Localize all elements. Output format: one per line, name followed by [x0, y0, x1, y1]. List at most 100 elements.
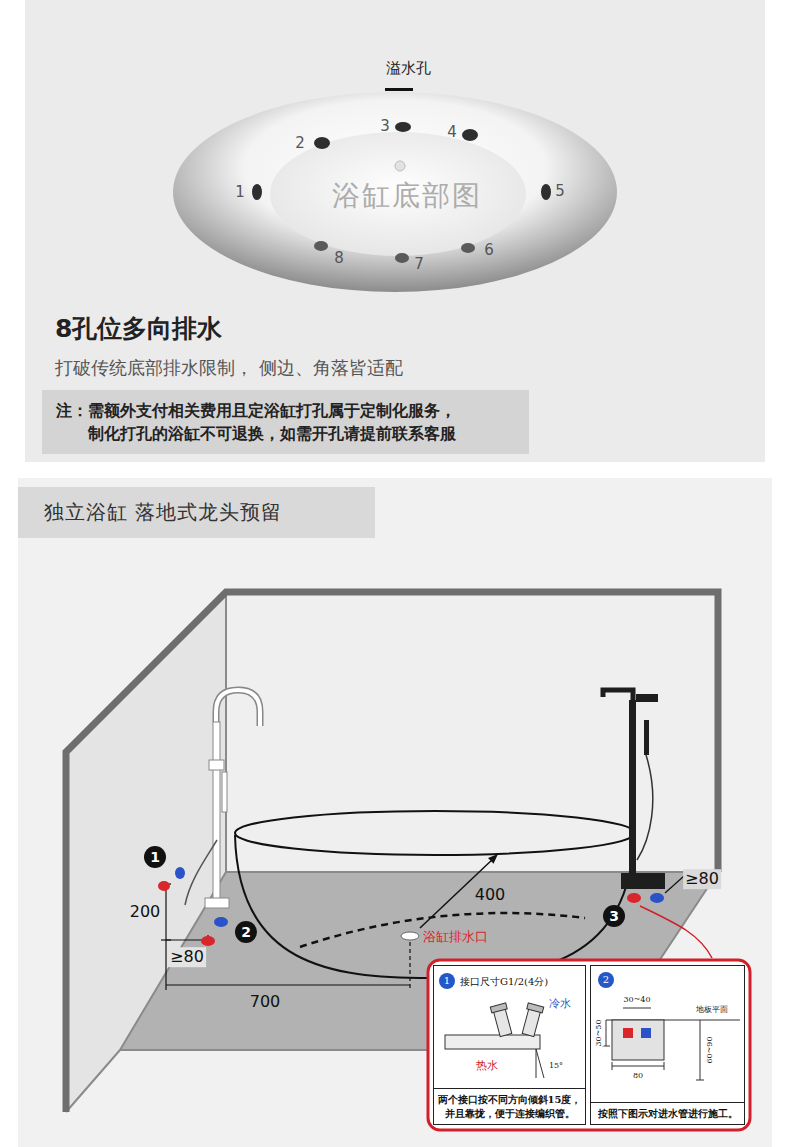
dimension-label: 80 [633, 1072, 643, 1081]
trench-section [612, 1066, 664, 1067]
trench-section [664, 1062, 665, 1070]
pipe-fitting [445, 1003, 544, 1078]
callout-leader [640, 906, 712, 958]
drain-hole [314, 137, 330, 149]
room [66, 592, 718, 1112]
callout-number: 1 [144, 846, 166, 868]
tub-bottom-view [270, 132, 526, 256]
floor-faucet-white [185, 840, 217, 905]
dimension-line [409, 942, 410, 990]
dimension-label: ≥80 [683, 869, 721, 889]
dimension-label: 700 [248, 992, 283, 1012]
trench-section [623, 1028, 633, 1038]
pipe-fitting [490, 1003, 507, 1013]
dimension-line [166, 984, 410, 985]
floor-faucet-white [213, 722, 220, 902]
tub-bottom-view [395, 161, 405, 171]
dimension-line [488, 854, 498, 864]
water-inlet [627, 893, 641, 903]
panel-ground [18, 478, 772, 1147]
pipe-fitting [490, 1003, 513, 1037]
room [226, 592, 718, 872]
drain-hole [462, 129, 478, 141]
floor-faucet-black [621, 873, 665, 889]
drain-hole [461, 243, 475, 253]
bathtub [300, 913, 585, 947]
drain-hole [252, 122, 551, 263]
header-band: 独立浴缸 落地式龙头预留 [18, 487, 375, 538]
water-inlet [214, 917, 228, 927]
trench-section [700, 1020, 701, 1080]
water-inlet [650, 893, 664, 903]
drain-hole [541, 184, 551, 200]
floor-faucet-white [216, 690, 260, 726]
hole-number: 5 [555, 183, 565, 200]
dimension-label: 400 [473, 885, 508, 905]
trench-section [641, 1028, 651, 1038]
dimension-line [665, 876, 684, 893]
trench-section [623, 1008, 651, 1009]
floor-faucet-white [205, 898, 229, 908]
callout-number: 2 [598, 972, 614, 988]
detail-inset [428, 960, 750, 1130]
hole-number: 7 [414, 256, 424, 273]
spec-footer: 两个接口按不同方向倾斜15度， 并且靠拢，便于连接编织管。 [434, 1088, 585, 1124]
pipe-fitting [536, 1049, 544, 1078]
dimension-label: 200 [128, 902, 163, 922]
callout-number: 3 [603, 905, 625, 927]
pipe-label: 热水 [476, 1060, 498, 1072]
pipe-fitting [520, 1003, 543, 1037]
callout-number: 1 [439, 973, 455, 989]
drain-hole [395, 122, 411, 132]
dimension-label: 60~90 [706, 1036, 715, 1063]
pipe-label: 冷水 [549, 998, 571, 1010]
trench-section [612, 1020, 664, 1060]
note-text: 注：需额外支付相关费用且定浴缸打孔属于定制化服务， 制化打孔的浴缸不可退换，如需… [88, 399, 469, 445]
floor-faucet-black [603, 690, 633, 700]
spec-footer: 按照下图示对进水管进行施工。 [591, 1102, 744, 1125]
panel-ground [18, 0, 772, 1147]
pipe-fitting [445, 1035, 540, 1049]
pipe-fitting [527, 1003, 544, 1013]
hole-number: 4 [447, 124, 457, 141]
spec-panel: 接口尺寸G1/2(4分) 两个接口按不同方向倾斜15度， 并且靠拢，便于连接编织管… [433, 965, 586, 1125]
floor-faucet-black [636, 694, 658, 702]
watermark: 浴缸底部图 [332, 181, 482, 212]
trench-section [612, 1062, 613, 1070]
water-inlet [175, 867, 185, 879]
floor-faucet-black [603, 690, 665, 889]
bathtub [235, 811, 635, 855]
drain-label: 浴缸排水口 [421, 929, 490, 945]
hole-number: 8 [334, 250, 344, 267]
drain-hole [314, 241, 328, 251]
note-box: 注：需额外支付相关费用且定浴缸打孔属于定制化服务， 制化打孔的浴缸不可退换，如需… [42, 390, 529, 454]
bathtub [235, 811, 635, 978]
tub-bottom-view [173, 92, 617, 292]
water-inlet [158, 867, 664, 946]
drain-hole [395, 253, 409, 263]
band-title: 独立浴缸 落地式龙头预留 [18, 487, 375, 538]
tub-bottom-view [385, 88, 413, 91]
drain-hole [252, 184, 262, 200]
dimension-label: 30~50 [595, 1019, 604, 1046]
hole-number: 3 [380, 118, 390, 135]
water-inlet [158, 881, 170, 891]
pipe-fitting [536, 1049, 537, 1078]
trench-section [606, 1020, 607, 1046]
floor-faucet-white [222, 772, 227, 812]
bathtub [401, 932, 419, 940]
dimension-label: 30~40 [623, 996, 650, 1005]
floor-faucet-white [185, 690, 260, 908]
callout-number: 2 [235, 921, 257, 943]
dimension-label: ≥80 [168, 947, 206, 967]
spec-panel: 按照下图示对进水管进行施工。 [590, 965, 745, 1125]
detail-inset [428, 960, 750, 1130]
spec-heading: 接口尺寸G1/2(4分) [460, 976, 548, 988]
overflow-label: 溢水孔 [386, 60, 431, 77]
heading: 8孔位多向排水 [55, 314, 222, 344]
floor-faucet-white [216, 690, 260, 726]
subtitle: 打破传统底部排水限制， 侧边、角落皆适配 [55, 356, 403, 379]
room [66, 592, 718, 1112]
